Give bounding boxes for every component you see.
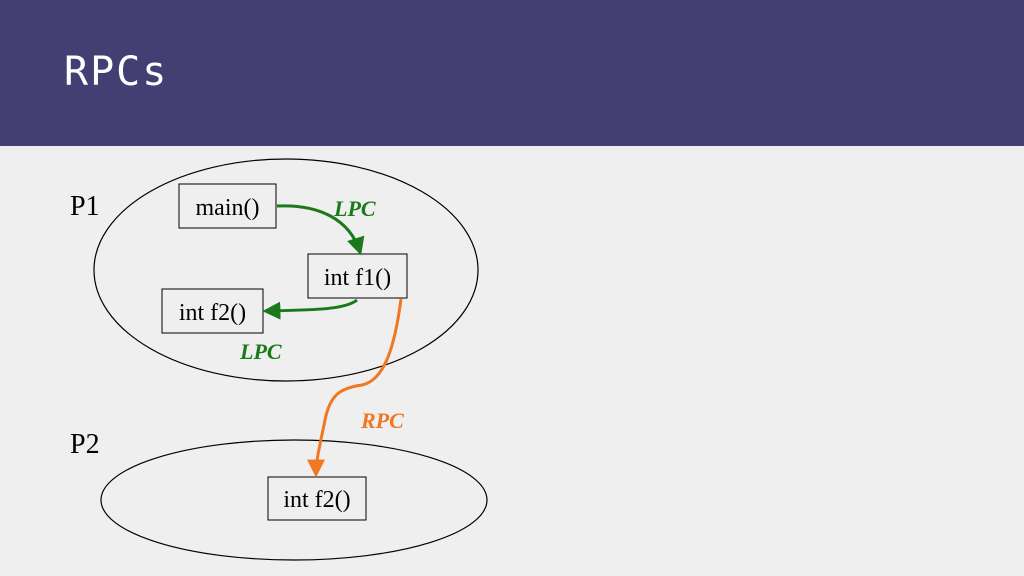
- process-label-p1: P1: [70, 191, 100, 222]
- lpc-arrow-main-to-f1: [276, 204, 365, 256]
- function-label-f2-local: int f2(): [179, 300, 246, 326]
- slide-title: RPCs: [64, 49, 169, 95]
- rpc-arrow-f1-to-remote-f2: [307, 298, 403, 478]
- process-p1-boundary: [93, 158, 479, 382]
- lpc-arrow-f1-to-f2: [262, 298, 358, 320]
- rpc-label: RPC: [360, 408, 404, 433]
- lpc-label-2: LPC: [239, 339, 282, 364]
- process-p2-boundary: [100, 439, 488, 561]
- title-bar: RPCs: [0, 0, 1024, 146]
- process-label-p2: P2: [70, 429, 100, 460]
- lpc-label-1: LPC: [333, 196, 376, 221]
- function-label-f1: int f1(): [324, 265, 391, 291]
- function-box-main: [178, 183, 277, 229]
- function-label-main: main(): [196, 195, 260, 221]
- function-label-f2-remote: int f2(): [283, 487, 350, 513]
